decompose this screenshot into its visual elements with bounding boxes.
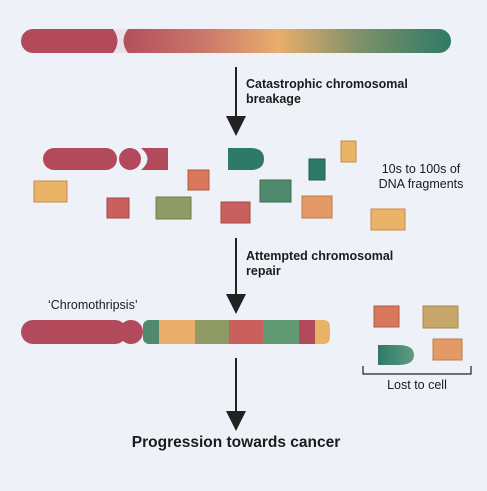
dna-fragment [340,140,357,163]
lost-bracket [362,366,472,375]
dna-fragment [220,201,251,224]
lost-fragment [373,305,400,328]
dna-fragment [308,158,326,181]
fragments-label: 10s to 100s of DNA fragments [362,162,480,192]
derivative-centromere [119,320,143,344]
shattered-chromosome [43,148,264,170]
centromere-constriction [113,29,128,53]
broken-arm-piece [141,148,168,170]
dna-fragment [187,169,210,191]
lost-to-cell-label: Lost to cell [387,378,447,392]
fragments-label-line2: DNA fragments [378,177,464,191]
dna-fragment [301,195,333,219]
lost-telomere-piece [378,345,414,365]
breakage-label-line2: breakage [246,92,301,106]
fragments-label-line1: 10s to 100s of [381,162,461,176]
intact-chromosome [21,29,451,53]
outcome-label: Progression towards cancer [131,434,341,451]
repair-label-line2: repair [246,264,281,278]
chromosome-arm-piece [43,148,117,170]
telomere-piece [228,148,264,170]
lost-fragments [362,305,472,375]
repair-label-line1: Attempted chromosomal [246,249,394,263]
lost-fragment [432,338,463,361]
dna-fragment [259,179,292,203]
derivative-segment [143,320,159,344]
breakage-label-line1: Catastrophic chromosomal [246,77,408,91]
breakage-label: Catastrophic chromosomal breakage [246,77,408,107]
derivative-segment [299,320,315,344]
dna-fragments [33,140,406,231]
derivative-segment [315,320,330,344]
chromothripsis-label: ‘Chromothripsis’ [48,298,138,312]
centromere-piece [119,148,141,170]
dna-fragment [155,196,192,220]
repair-label: Attempted chromosomal repair [246,249,393,279]
derivative-segment [229,320,263,344]
lost-fragment [422,305,459,329]
derivative-segment [195,320,229,344]
dna-fragment [106,197,130,219]
derivative-segment [159,320,195,344]
dna-fragment [33,180,68,203]
intact-chromosome-body [21,29,451,53]
derivative-segment [263,320,299,344]
derivative-arm-left [21,320,127,344]
dna-fragment [370,208,406,231]
derivative-chromosome [21,320,330,344]
